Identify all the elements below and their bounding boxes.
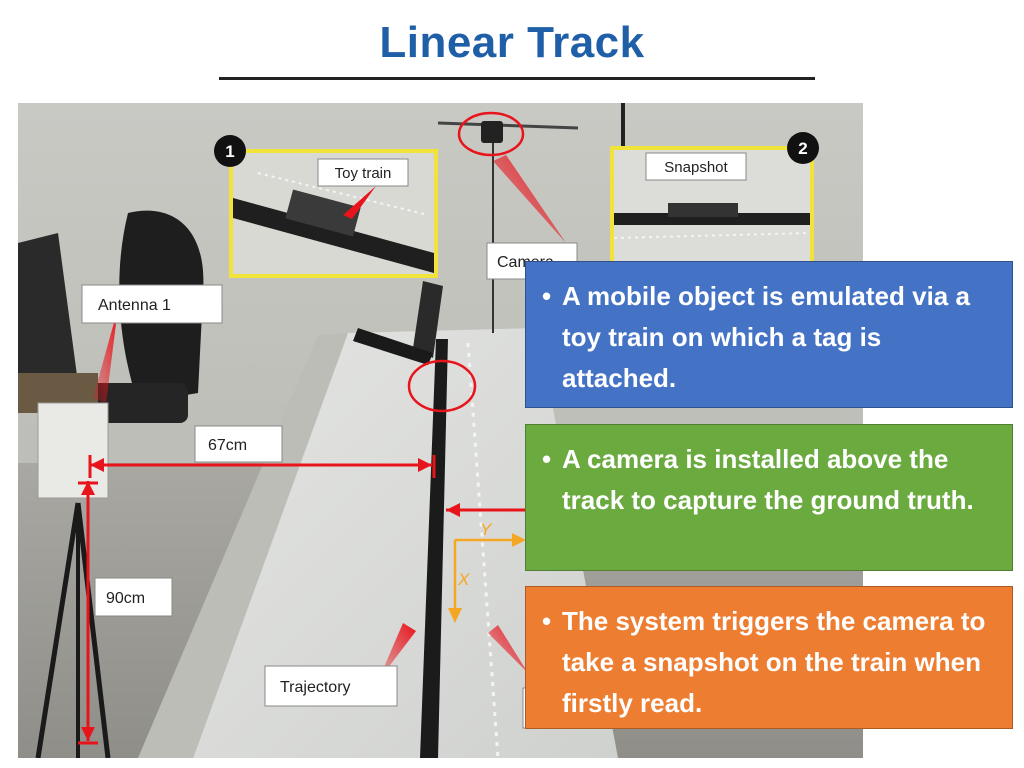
antenna-label: Antenna 1	[98, 297, 171, 314]
train-highlight	[407, 359, 477, 413]
title-underline	[219, 77, 815, 80]
svg-text:2: 2	[798, 139, 807, 158]
track	[420, 339, 448, 758]
bullet-marker: •	[542, 281, 552, 311]
bullet-box-mobile-object: • A mobile object is emulated via a toy …	[525, 261, 1013, 408]
camera-device	[481, 121, 503, 143]
svg-text:1: 1	[225, 142, 234, 161]
trajectory-label: Trajectory	[280, 679, 351, 696]
bullet-text: The system triggers the camera to take a…	[562, 606, 986, 718]
bullet-marker: •	[542, 606, 552, 636]
bullet-box-trigger: • The system triggers the camera to take…	[525, 586, 1013, 729]
dist-90-label: 90cm	[106, 590, 145, 607]
bullet-box-camera: • A camera is installed above the track …	[525, 424, 1013, 571]
antenna-arrow	[93, 308, 118, 403]
snapshot-label: Snapshot	[664, 159, 728, 176]
laptop	[413, 281, 443, 358]
inset-1-badge	[214, 135, 246, 167]
camera-highlight	[457, 111, 525, 157]
toy-train-label: Toy train	[335, 165, 392, 182]
axis-y-label: Y	[480, 520, 493, 539]
bullet-text: A camera is installed above the track to…	[562, 444, 974, 515]
bullet-marker: •	[542, 444, 552, 474]
axis-x-label: X	[457, 570, 470, 589]
camera-arrow	[493, 155, 566, 243]
inset-2-badge	[787, 132, 819, 164]
page-title: Linear Track	[379, 18, 645, 67]
bullet-text: A mobile object is emulated via a toy tr…	[562, 281, 970, 393]
dist-67-label: 67cm	[208, 437, 247, 454]
